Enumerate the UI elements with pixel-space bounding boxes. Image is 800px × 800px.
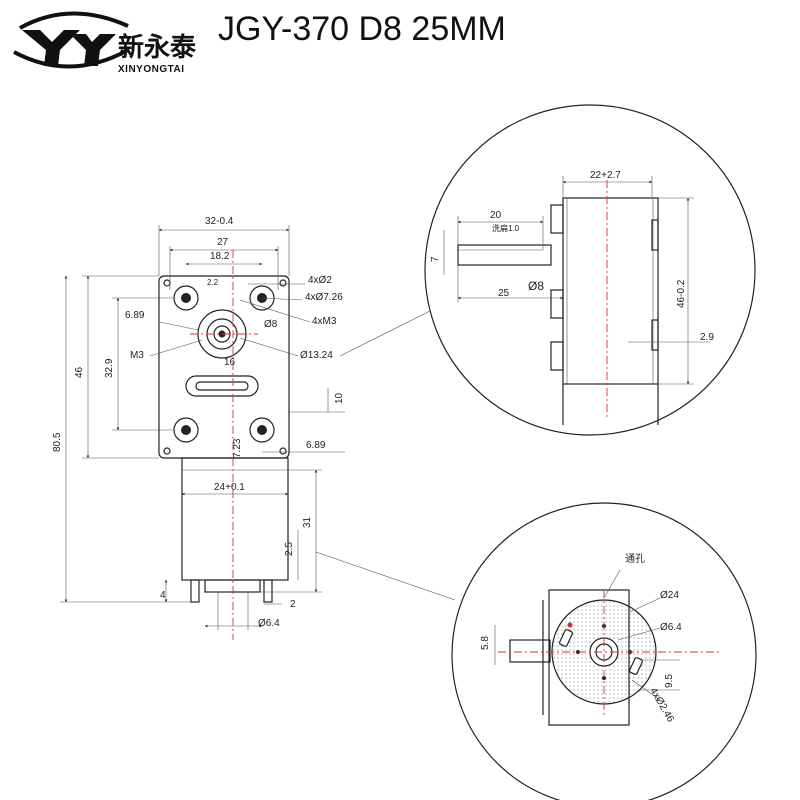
end-view-detail: 通孔 Ø24 Ø6.4 5.8 9.5 4xØ2.46 [451,502,757,800]
end-label-through-hole: 通孔 [625,553,645,565]
motor-body [181,457,289,581]
side-dim-height: 46-0.2 [676,279,687,308]
end-dim-58: 5.8 [480,636,491,650]
dim-width-inner: 18.2 [210,251,230,262]
dim-height-805: 80.5 [52,432,63,452]
label-boss-d: Ø13.24 [300,350,333,361]
side-shaft [457,244,552,266]
slot-inner [195,381,249,391]
dim-motor-len: 31 [302,516,313,528]
corner-hole [279,279,287,287]
side-label-shaft-d: Ø8 [528,279,544,293]
brand-logo: 新永泰 XINYONGTAI [13,11,197,75]
side-dim-20: 20 [490,210,502,221]
model-title: JGY-370 D8 25MM [218,10,506,48]
side-dim-top-width: 22+2.7 [590,170,621,181]
dim-width-top: 32-0.4 [205,216,234,227]
slot [185,375,259,397]
side-dim-7: 7 [430,256,441,262]
corner-hole [163,279,171,287]
mount-hole-core [181,425,191,435]
dim-slot-16: 16 [224,357,236,368]
dim-offset-left: 6.89 [125,310,145,321]
mount-hole [249,285,275,311]
side-dim-29: 2.9 [700,332,714,343]
dim-motor-shaft: Ø6.4 [258,618,280,629]
dim-motor-width: 24+0.1 [214,482,245,493]
dim-width-mid: 27 [217,237,229,248]
detail-circle-top [424,104,756,436]
logo-mark-icon [13,11,129,69]
side-dim-25: 25 [498,288,510,299]
label-m3: M3 [130,350,144,361]
front-view: 32-0.4 27 18.2 2.2 4xØ2 4xØ7.26 4xM3 Ø8 … [52,216,456,640]
dim-right-689: 6.89 [306,440,326,451]
terminal [190,579,200,603]
dim-25: 2.5 [284,542,295,556]
corner-hole [163,447,171,455]
mount-hole-core [181,293,191,303]
end-dim-95: 9.5 [664,674,675,688]
label-holes-m3: 4xM3 [312,316,337,327]
label-shaft-d: Ø8 [264,319,278,330]
corner-hole [279,447,287,455]
end-shaft [509,639,551,663]
label-holes-2: 4xØ2 [308,275,332,286]
dim-right-10: 10 [334,392,345,404]
end-terminal [559,629,573,647]
label-holes-726: 4xØ7.26 [305,292,343,303]
side-label-flat: 洗扁1.0 [492,223,520,233]
dim-height-329: 32.9 [104,358,115,378]
end-label-d64: Ø6.4 [660,622,682,633]
mount-hole [249,417,275,443]
side-view-detail: 22+2.7 20 洗扁1.0 7 Ø8 25 46-0.2 2.9 [424,104,756,436]
dim-terminal-2: 2 [290,599,296,610]
dim-terminal-4: 4 [160,590,166,601]
dim-small-top: 2.2 [207,278,219,287]
terminal-marker [567,622,573,628]
terminal [263,579,273,603]
dim-723: 7.23 [232,438,243,458]
dim-height-46: 46 [74,366,85,378]
brand-name-cn: 新永泰 [118,32,197,63]
mount-hole-core [257,425,267,435]
end-label-d24: Ø24 [660,590,679,601]
brand-name-en: XINYONGTAI [118,64,184,75]
motor-endcap [204,579,261,593]
end-terminal [629,657,643,675]
